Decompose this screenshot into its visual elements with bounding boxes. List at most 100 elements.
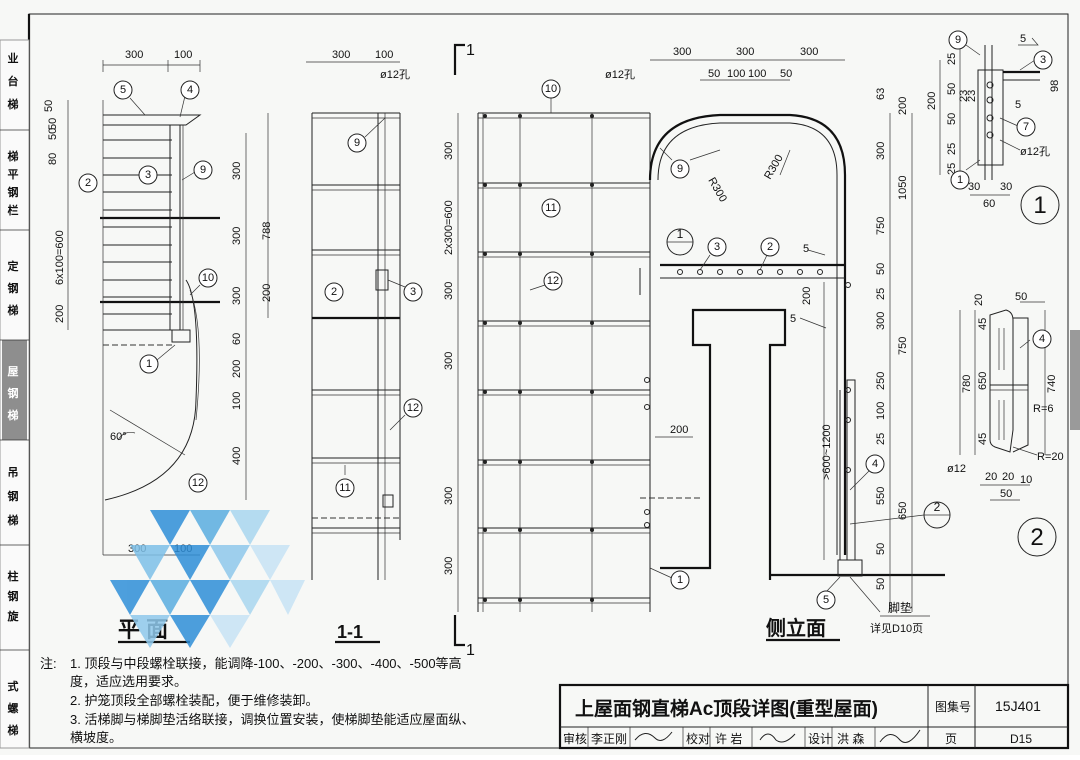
dim-label: 780 <box>961 375 973 393</box>
callout-9: 9 <box>955 34 961 46</box>
title-block: 上屋面钢直梯Ac顶段详图(重型屋面) 图集号 15J401 审核 李正刚 校对 … <box>558 683 1070 750</box>
side-tab-char: 梯 <box>8 723 19 737</box>
side-tab-char: 钢 <box>8 281 19 295</box>
callout-3: 3 <box>410 286 416 298</box>
callout-1: 1 <box>677 574 683 586</box>
callout-10: 10 <box>545 83 557 95</box>
dim-label: 100 <box>375 49 393 61</box>
dim-label: 30 <box>968 181 980 193</box>
callout-9: 9 <box>677 163 683 175</box>
section-view-title: 1-1 <box>337 622 363 642</box>
dim-label: 23 <box>966 90 978 102</box>
callout-10: 10 <box>202 272 214 284</box>
side-tab-strip: 业 台 梯 梯 平 钢 栏 定 钢 梯 屋 钢 梯 吊 钢 梯 柱 钢 旋 式 … <box>0 39 1080 749</box>
dim-label: R=20 <box>1037 451 1064 463</box>
dim-label: 750 <box>897 337 909 355</box>
dim-label: 1050 <box>897 176 909 200</box>
dim-label: 300 <box>231 287 243 305</box>
detail-1: 25 50 50 25 25 200 98 30 30 60 5 5 23 23… <box>926 30 1061 225</box>
dim-label: 10 <box>1020 474 1032 486</box>
reviewer-name: 李正刚 <box>591 731 627 746</box>
dim-label: 650 <box>977 372 989 390</box>
section-marker-label: 1 <box>466 642 475 659</box>
callout-5: 5 <box>120 84 126 96</box>
dim-label: 50 <box>43 100 55 112</box>
hole-label: ø12孔 <box>380 68 410 81</box>
dim-label: 98 <box>1049 80 1061 92</box>
dim-label: 20 <box>973 294 985 306</box>
dim-label: 200 <box>801 287 813 305</box>
callout-7: 7 <box>1023 121 1029 133</box>
side-tab-char: 业 <box>8 51 19 65</box>
section-marker: 1 1 <box>453 42 475 659</box>
drawing-title: 上屋面钢直梯Ac顶段详图(重型屋面) <box>575 697 878 720</box>
checker-signature <box>759 733 796 743</box>
note-line: 横坡度。 <box>70 730 122 745</box>
side-tab-char: 钢 <box>8 589 19 603</box>
side-tab-char: 梯 <box>8 97 19 111</box>
dim-label: 550 <box>875 487 887 505</box>
dim-label: 25 <box>946 143 958 155</box>
dim-label: 50 <box>47 118 59 130</box>
dim-label: 100 <box>727 68 745 80</box>
atlas-number: 15J401 <box>995 698 1041 714</box>
side-tab-char: 式 <box>8 679 19 693</box>
dim-label: R=6 <box>1033 403 1054 415</box>
dim-label: 250 <box>875 372 887 390</box>
hole-label: ø12孔 <box>605 68 635 81</box>
callout-12: 12 <box>407 402 419 414</box>
dim-label: 300 <box>332 49 350 61</box>
detail-ref-1-number: 1 <box>677 227 684 241</box>
dim-label: 25 <box>875 433 887 445</box>
side-tab-char: 螺 <box>8 701 19 715</box>
dim-label: 750 <box>875 217 887 235</box>
dim-label: 45 <box>977 318 989 330</box>
plan-angle-label: 60° <box>110 431 127 443</box>
dim-label: 300 <box>875 312 887 330</box>
dim-label: 300 <box>231 162 243 180</box>
dim-label: 200 <box>261 284 273 302</box>
dim-label: 23 <box>958 90 970 102</box>
detail-ref-1: 1 <box>666 227 694 256</box>
dim-label: 100 <box>231 392 243 410</box>
dim-label: 650 <box>897 502 909 520</box>
checker-name: 许 岩 <box>715 731 742 746</box>
dim-label: 63 <box>875 88 887 100</box>
review-label: 审核 <box>563 731 587 746</box>
designer-signature <box>879 729 921 743</box>
dim-label: 50 <box>875 578 887 590</box>
callout-1: 1 <box>957 174 963 186</box>
dim-label: 50 <box>1000 488 1012 500</box>
side-tab-char: 梯 <box>8 408 19 422</box>
callout-2: 2 <box>85 177 91 189</box>
notes-title: 注: <box>40 656 57 671</box>
weld-label: 5 <box>803 243 809 255</box>
callout-4: 4 <box>187 84 193 96</box>
notes-block: 注: 1. 顶段与中段螺栓联接，能调降-100、-200、-300、-400、-… <box>40 656 474 745</box>
dim-label: 25 <box>946 53 958 65</box>
callout-9: 9 <box>200 164 206 176</box>
dim-label: 25 <box>875 288 887 300</box>
section-view: 300 100 ø12孔 788 200 9 2 3 12 <box>261 49 423 644</box>
foot-pad-ref: 详见D10页 <box>870 621 923 635</box>
dim-label: 300 <box>443 352 455 370</box>
reviewer-signature <box>634 731 673 741</box>
dim-label: 300 <box>443 142 455 160</box>
dim-label: 788 <box>261 222 273 240</box>
dim-label: 200 <box>54 305 66 323</box>
front-view: 300 300 300 50 100 100 50 ø12孔 <box>443 46 951 642</box>
dim-label: 80 <box>47 153 59 165</box>
design-label: 设计 <box>808 732 832 746</box>
dim-label: 50 <box>47 128 59 140</box>
side-tab-char: 定 <box>8 259 19 273</box>
dim-label: 50 <box>946 113 958 125</box>
side-tab-char: 钢 <box>8 185 19 199</box>
elevation-view-title: 侧立面 <box>766 616 826 640</box>
dim-label: 60 <box>983 198 995 210</box>
dim-label: 20 <box>1002 471 1014 483</box>
callout-3: 3 <box>714 241 720 253</box>
range-label: >600~1200 <box>821 424 833 480</box>
detail-ref-2-number: 2 <box>934 500 941 514</box>
side-tab-char: 钢 <box>8 386 19 400</box>
